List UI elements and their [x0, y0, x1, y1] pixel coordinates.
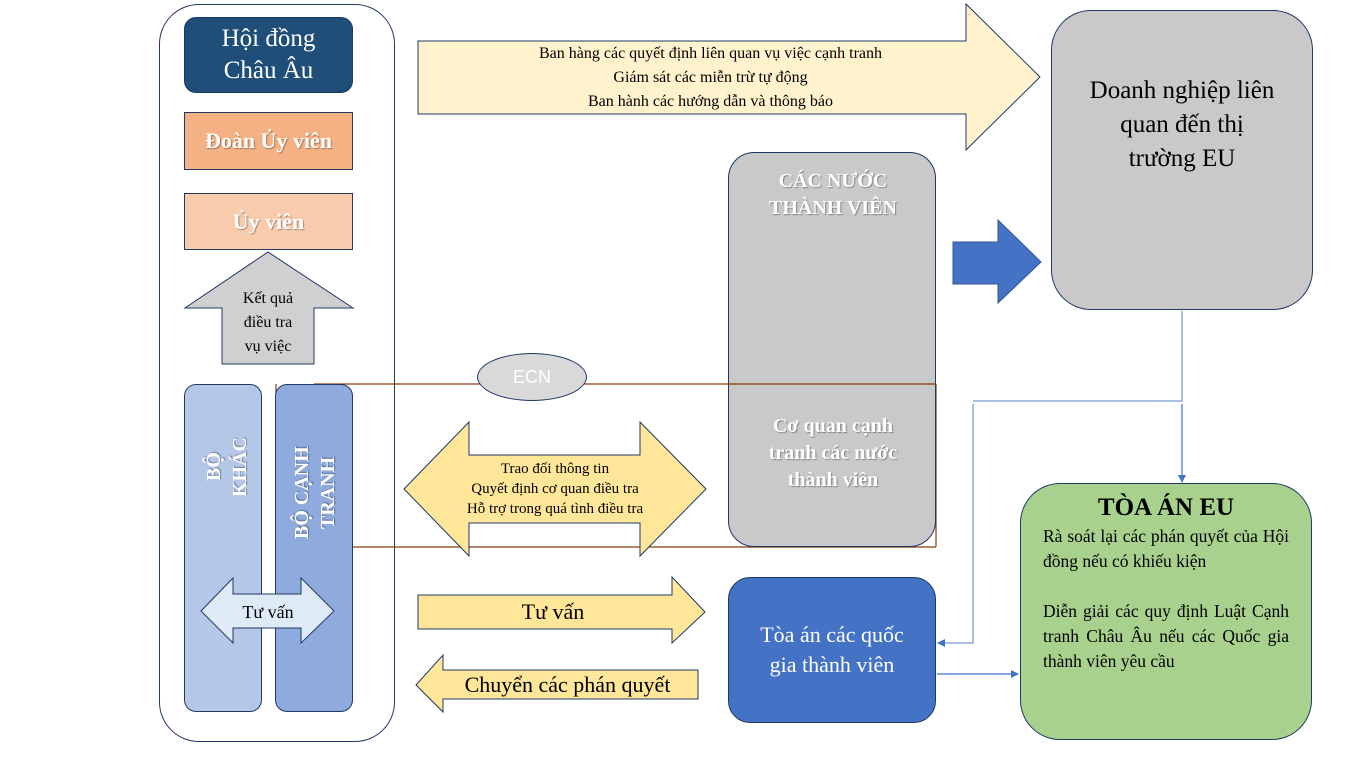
competition-department-label: BỘ CẠNH TRANH — [291, 446, 339, 540]
internal-advise-label: Tư vấn — [228, 597, 308, 627]
eu-court-title: TÒA ÁN EU — [1097, 494, 1235, 521]
top-decision-arrow-label: Ban hàng các quyết định liên quan vụ việ… — [418, 42, 1003, 114]
ecn-node: ECN — [477, 353, 587, 401]
investigation-result-line3: vụ việc — [244, 338, 292, 355]
eu-court-box: TÒA ÁN EU Rà soát lại các phán quyết của… — [1020, 483, 1312, 740]
council-line1: Hội đồng — [221, 25, 316, 52]
enterprises-line3: trường EU — [1128, 145, 1236, 172]
member-states-to-enterprises-arrow — [952, 218, 1042, 305]
competition-department-box: BỘ CẠNH TRANH — [275, 384, 353, 712]
council-box: Hội đồng Châu Âu — [184, 17, 353, 93]
investigation-result-label: Kết quả điều tra vụ việc — [222, 285, 314, 361]
top-decision-arrow — [417, 2, 1041, 152]
ecn-label: ECN — [512, 366, 551, 387]
council-line2: Châu Âu — [223, 57, 314, 84]
enterprises-line2: quan đến thị — [1120, 111, 1244, 138]
advise-arrow-label: Tư vấn — [418, 597, 688, 627]
member-states-box — [728, 152, 936, 547]
exchange-line3: Hỗ trợ trong quá tình điều tra — [466, 501, 644, 517]
exchange-line1: Trao đổi thông tin — [500, 461, 610, 477]
transfer-judgments-arrow — [415, 653, 699, 714]
nca-line2: tranh các nước — [768, 441, 898, 464]
advise-text: Tư vấn — [521, 599, 585, 624]
national-courts-line1: Tòa án các quốc — [760, 622, 904, 647]
eu-court-role-review: Rà soát lại các phán quyết của Hội đồng … — [1043, 526, 1289, 571]
commissioner-box: Ủy viên — [184, 193, 353, 250]
investigation-result-arrow — [183, 251, 355, 365]
commissioner-label: Ủy viên — [232, 208, 305, 234]
nca-line3: thành viên — [787, 468, 879, 491]
enterprises-to-court-eu-connector — [973, 311, 1183, 402]
top-arrow-line1: Ban hàng các quyết định liên quan vụ việ… — [539, 45, 882, 62]
internal-advise-text: Tư vấn — [242, 601, 294, 622]
national-courts-line2: gia thành viên — [769, 652, 895, 677]
other-departments-label: BỘ KHÁC — [203, 437, 251, 497]
member-states-title: CÁC NƯỚC THÀNH VIÊN — [740, 168, 926, 222]
transfer-judgments-label: Chuyển các phán quyết — [440, 670, 695, 700]
eu-court-role-interpret: Diễn giải các quy định Luật Cạnh tranh C… — [1043, 601, 1289, 671]
top-arrow-line2: Giám sát các miễn trừ tự động — [613, 69, 808, 86]
college-of-commissioners-box: Đoàn Ủy viên — [184, 112, 353, 170]
top-arrow-line3: Ban hành các hướng dẫn và thông báo — [587, 93, 834, 110]
investigation-result-line1: Kết quả — [242, 290, 294, 307]
other-departments-box: BỘ KHÁC — [184, 384, 262, 712]
transfer-text: Chuyển các phán quyết — [464, 672, 671, 697]
member-states-title-line2: THÀNH VIÊN — [769, 197, 897, 219]
advise-arrow — [417, 575, 706, 645]
member-states-title-line1: CÁC NƯỚC — [778, 170, 888, 192]
nca-line1: Cơ quan cạnh — [772, 414, 893, 437]
eu-market-enterprises-box: Doanh nghiệp liên quan đến thị trường EU — [1051, 10, 1313, 310]
exchange-double-arrow — [403, 420, 707, 558]
national-competition-authorities-label: Cơ quan cạnh tranh các nước thành viên — [740, 412, 926, 494]
enterprises-line1: Doanh nghiệp liên — [1089, 77, 1275, 104]
exchange-arrow-label: Trao đổi thông tin Quyết định cơ quan đi… — [450, 455, 660, 523]
exchange-line2: Quyết định cơ quan điều tra — [471, 481, 639, 497]
investigation-result-line2: điều tra — [243, 314, 293, 331]
national-courts-box: Tòa án các quốc gia thành viên — [728, 577, 936, 723]
college-label: Đoàn Ủy viên — [204, 128, 333, 153]
branch-to-national-courts — [937, 404, 974, 647]
